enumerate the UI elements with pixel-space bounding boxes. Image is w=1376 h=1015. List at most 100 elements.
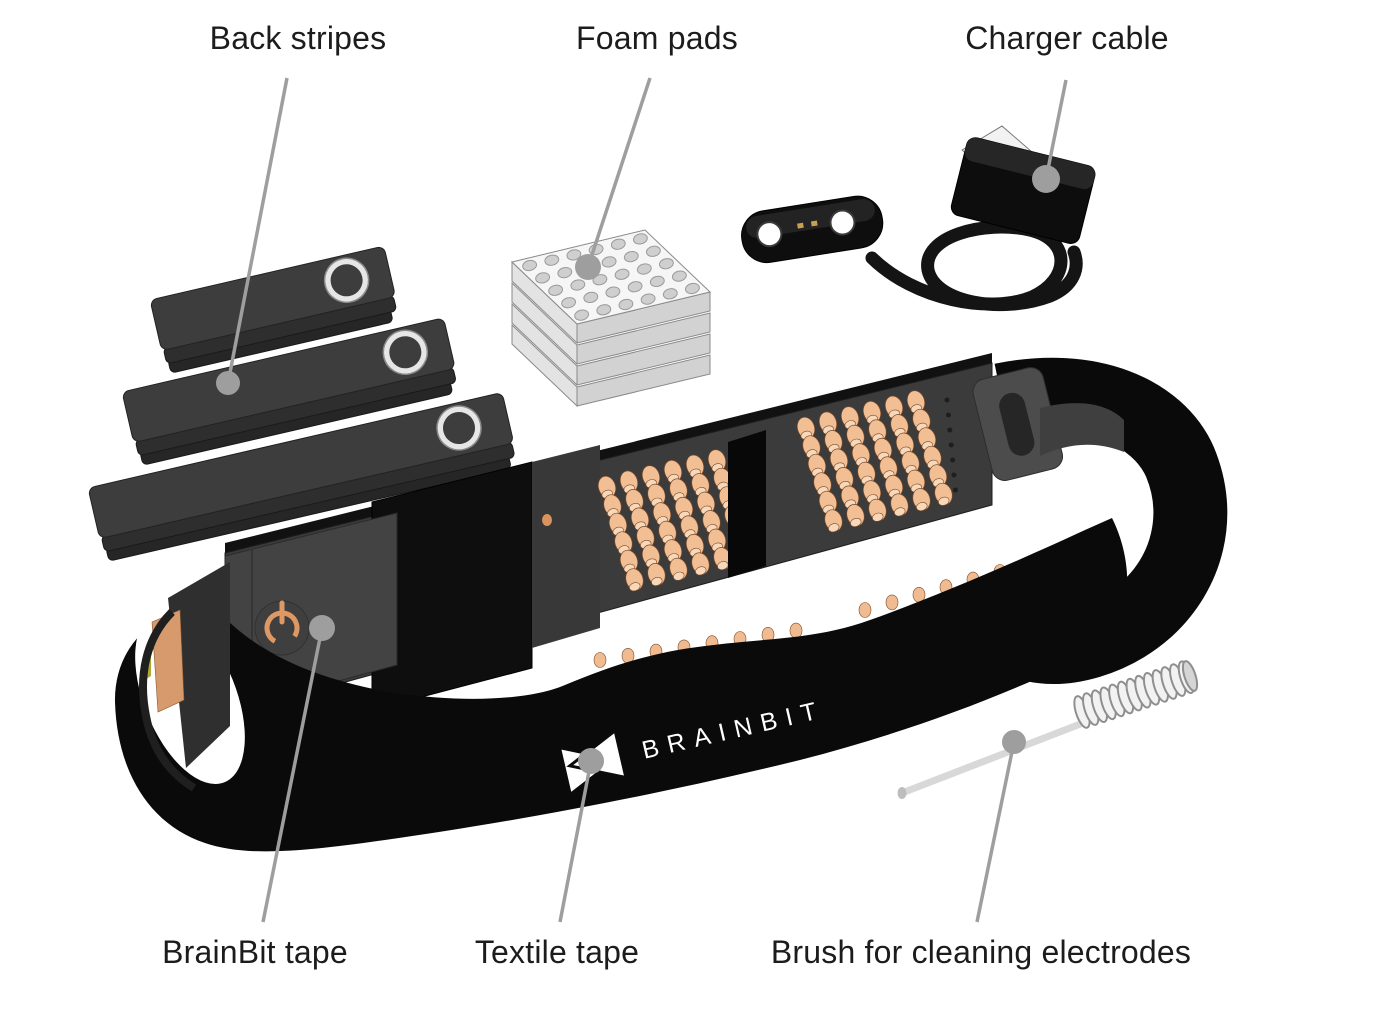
foam-hole <box>614 268 630 280</box>
electrode-bump <box>879 456 898 480</box>
callouts <box>216 77 1068 923</box>
connector-pin <box>797 222 804 229</box>
electrode-bump-tip <box>916 502 928 512</box>
electrode-bump <box>840 485 860 509</box>
callout-dot-charger <box>1032 165 1060 193</box>
power-icon-ring <box>264 610 300 646</box>
callout-dot-foam-pads <box>575 254 601 280</box>
brush-coil <box>1073 660 1199 729</box>
strap-hole <box>951 472 957 478</box>
electrode-bump-tip <box>717 561 729 571</box>
back-stripe-body <box>122 318 455 442</box>
foam-slab-right-face <box>576 333 711 386</box>
strap-hole <box>950 457 956 463</box>
back-stripe-2 <box>122 318 456 465</box>
electrode-bump-tip <box>695 566 707 576</box>
charger-cable-wire <box>865 220 1083 312</box>
electrode-bump-tip <box>673 571 685 581</box>
stripe-eyelet-ring <box>324 258 369 303</box>
foam-hole <box>522 259 538 272</box>
electrode-bump <box>597 475 617 499</box>
brush-handle-tip <box>897 787 907 799</box>
electrode-bump-tip <box>938 496 950 506</box>
electrode-bump <box>895 432 915 456</box>
foam-slabs <box>511 260 711 408</box>
electrode-bump <box>917 427 937 451</box>
electrode-bump <box>912 488 931 512</box>
electrode-bump <box>829 448 849 472</box>
power-icon <box>254 600 310 656</box>
electrode-bump <box>685 454 705 478</box>
electrode-bump <box>824 509 843 533</box>
back-stripes-group <box>88 246 515 561</box>
stripe-eyelet-rim <box>323 257 370 304</box>
brush-coil-end <box>1181 660 1199 692</box>
stripe-eyelet-ring <box>437 406 482 451</box>
callout-line-textile-tape <box>558 760 593 923</box>
indicator-panel <box>532 445 600 648</box>
foam-hole <box>544 254 560 266</box>
adjustment-holes <box>944 397 958 493</box>
foam-hole <box>645 245 661 257</box>
brush-group <box>897 660 1199 799</box>
label-charger-cable: Charger cable <box>965 20 1169 56</box>
left-loop-opening <box>135 562 245 792</box>
electrode-bump <box>691 552 710 576</box>
electrode-bump <box>934 482 953 506</box>
back-stripe-3 <box>88 393 515 561</box>
foam-hole <box>605 286 621 298</box>
foam-hole <box>574 309 590 321</box>
charger-magnetic-connector <box>741 195 884 264</box>
electrode-bump <box>669 557 688 581</box>
callout-dot-brainbit-tape <box>309 615 335 641</box>
callout-dot-brush <box>1002 730 1026 754</box>
electrode-bump-tip <box>828 523 840 533</box>
buckle-slot <box>999 392 1035 456</box>
electrode-bump-tip <box>651 577 663 586</box>
electrode-bump-tip <box>894 507 906 517</box>
foam-hole <box>557 266 573 279</box>
stripe-eyelet-rim <box>436 405 482 451</box>
loop-inner-rim <box>139 609 197 792</box>
foam-hole <box>658 258 674 270</box>
electrode-bump <box>890 493 909 517</box>
label-back-stripes: Back stripes <box>209 20 387 56</box>
strap-hole <box>952 487 958 493</box>
foam-slab-right-face <box>576 354 711 407</box>
foam-hole <box>535 272 551 284</box>
electrode-bump <box>680 515 699 539</box>
foam-hole <box>618 298 634 311</box>
charger-usb-plug <box>950 125 1096 245</box>
electrode-bump <box>846 424 865 448</box>
back-stripe-body <box>88 393 513 538</box>
foam-hole <box>610 238 626 250</box>
callout-line-back-stripes <box>226 77 289 384</box>
strap-hole <box>945 412 951 418</box>
foam-hole <box>561 297 577 309</box>
foam-hole <box>636 263 652 275</box>
electrode-patch-right <box>796 390 953 533</box>
electrode-bump-tip <box>872 512 884 522</box>
electrode-bump <box>625 568 644 592</box>
foam-hole <box>570 279 586 291</box>
strap-hole <box>948 442 954 448</box>
foam-pads-group <box>510 229 712 408</box>
electrode-edge-tip <box>885 594 899 611</box>
electrode-bump-tip <box>850 518 862 527</box>
buckle-tongue-strap <box>1040 403 1124 456</box>
callout-dot-textile-tape <box>578 748 604 774</box>
foam-hole <box>601 256 617 268</box>
loop-inner-surface <box>168 562 230 768</box>
electrode-edge-tip <box>789 622 803 639</box>
electrode-bump <box>818 411 838 435</box>
stripe-eyelet-rim <box>382 329 429 375</box>
electrode-bump <box>647 563 666 586</box>
electrode-bump <box>851 443 871 467</box>
electrode-bump-tip <box>629 582 641 592</box>
strap-hole <box>944 397 950 403</box>
connector-pin <box>810 220 818 227</box>
label-textile-tape: Textile tape <box>474 934 640 970</box>
front-strap-body <box>114 518 1128 852</box>
